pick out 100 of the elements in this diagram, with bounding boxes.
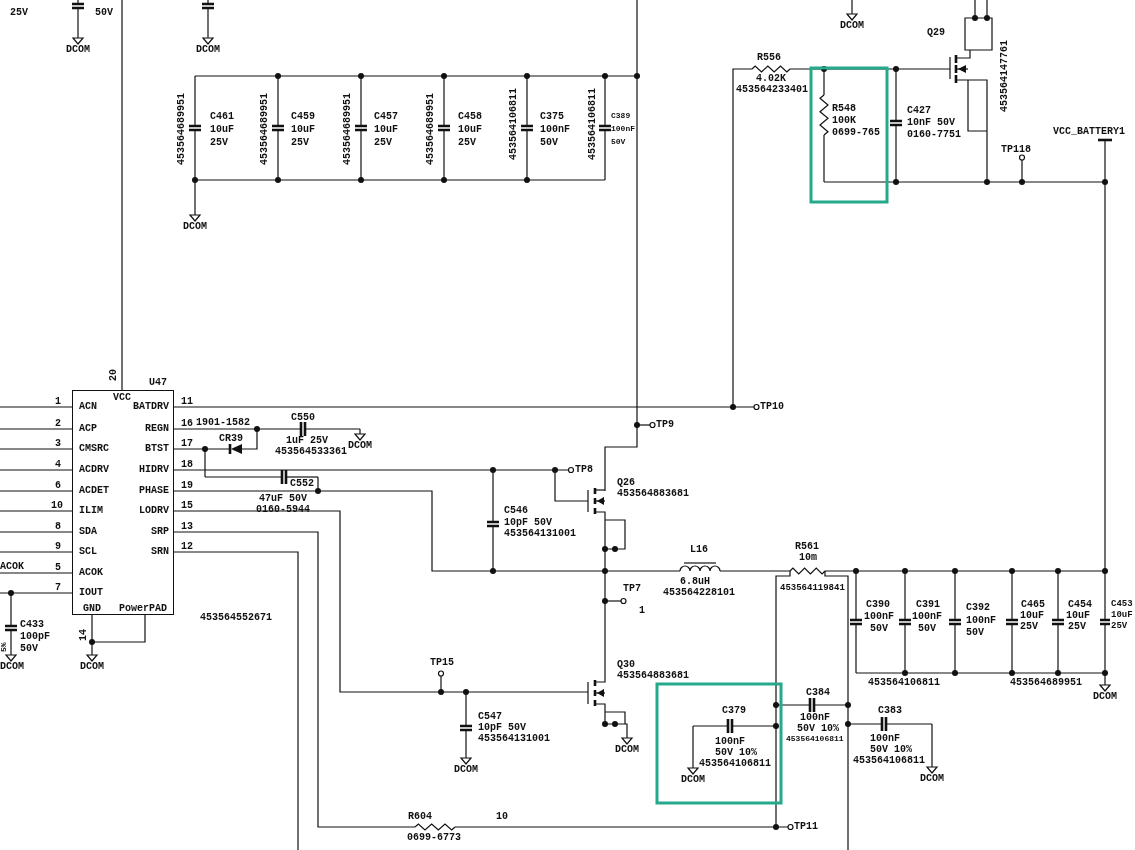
component-value: 100nF — [870, 734, 900, 744]
component-value: 4.02K — [756, 74, 786, 84]
pin-number: 17 — [181, 439, 193, 449]
pin-name: BATDRV — [133, 402, 169, 412]
component-value: 100nF — [864, 612, 894, 622]
component-value: 10uF — [458, 125, 482, 135]
test-point-label: TP7 — [623, 584, 641, 594]
component-value: 25V — [1020, 622, 1038, 632]
ground-label: DCOM — [1093, 692, 1117, 702]
part-number: 453564106811 — [509, 88, 519, 160]
component-value: 10pF 50V — [478, 723, 526, 733]
part-number: 453564883681 — [617, 489, 689, 499]
part-number: 453564106811 — [786, 735, 844, 743]
ground-label: DCOM — [840, 21, 864, 31]
pin-number: 20 — [109, 369, 119, 381]
ground-label: DCOM — [196, 45, 220, 55]
pin-name: CMSRC — [79, 444, 109, 454]
component-value: 100K — [832, 116, 856, 126]
part-number: 0699-765 — [832, 128, 880, 138]
pin-number: 13 — [181, 522, 193, 532]
ground-label: DCOM — [183, 222, 207, 232]
pin-number: 8 — [55, 522, 61, 532]
part-number: 1901-1582 — [196, 418, 250, 428]
component-value: 50V 10% — [870, 745, 912, 755]
reference-designator: C465 — [1021, 600, 1045, 610]
component-value: 50V 10% — [797, 724, 839, 734]
component-value: 10uF — [374, 125, 398, 135]
component-value: 100nF — [611, 125, 635, 133]
part-number: 0160-7751 — [907, 130, 961, 140]
reference-designator: R604 — [408, 812, 432, 822]
pin-number: 18 — [181, 460, 193, 470]
pin-name: GND — [83, 604, 101, 614]
component-value: 25V — [10, 8, 28, 18]
ground-label: DCOM — [681, 775, 705, 785]
part-number: 453564233401 — [736, 85, 808, 95]
component-value: 10uF — [291, 125, 315, 135]
component-value: 47uF 50V — [259, 494, 307, 504]
part-number: 453564883681 — [617, 671, 689, 681]
pin-number: 2 — [55, 419, 61, 429]
component-value: 10uF — [210, 125, 234, 135]
reference-designator: C453 — [1111, 600, 1133, 609]
pin-name: LODRV — [139, 506, 169, 516]
ground-label: DCOM — [454, 765, 478, 775]
reference-designator: C454 — [1068, 600, 1092, 610]
pin-number: 9 — [55, 542, 61, 552]
component-value: 50V — [20, 644, 38, 654]
pin-number: 7 — [55, 583, 61, 593]
pin-name: PowerPAD — [119, 604, 167, 614]
pin-number: 5 — [55, 563, 61, 573]
pin-name: SDA — [79, 527, 97, 537]
ground-label: DCOM — [80, 662, 104, 672]
reference-designator: C458 — [458, 112, 482, 122]
pin-number: 10 — [51, 501, 63, 511]
part-number: 453564689951 — [177, 93, 187, 165]
part-number: 453564228101 — [663, 588, 735, 598]
test-point-label: TP9 — [656, 420, 674, 430]
net-label: ACOK — [0, 562, 24, 572]
component-value: 100pF — [20, 632, 50, 642]
pin-name: PHASE — [139, 486, 169, 496]
pin-number: 1 — [639, 606, 645, 616]
reference-designator: L16 — [690, 545, 708, 555]
pin-number: 16 — [181, 419, 193, 429]
pin-number: 11 — [181, 397, 193, 407]
pin-number: 4 — [55, 460, 61, 470]
ground-label: DCOM — [920, 774, 944, 784]
part-number: 453564131001 — [478, 734, 550, 744]
test-point-label: TP10 — [760, 402, 784, 412]
component-value: 10pF 50V — [504, 518, 552, 528]
chip-label: U47 — [149, 378, 167, 388]
reference-designator: Q29 — [927, 28, 945, 38]
ground-label: DCOM — [66, 45, 90, 55]
component-value: 10uF — [1066, 611, 1090, 621]
reference-designator: C457 — [374, 112, 398, 122]
pin-name: SRP — [151, 527, 169, 537]
part-number: 453564119841 — [780, 584, 845, 593]
reference-designator: C546 — [504, 506, 528, 516]
component-value: 100nF — [966, 616, 996, 626]
reference-designator: Q26 — [617, 478, 635, 488]
component-value: 50V — [870, 624, 888, 634]
reference-designator: C459 — [291, 112, 315, 122]
component-value: 25V — [374, 138, 392, 148]
component-value: 50V — [966, 628, 984, 638]
pin-name: ILIM — [79, 506, 103, 516]
pin-name: SRN — [151, 547, 169, 557]
pin-number: 14 — [79, 629, 89, 641]
pin-name: VCC — [113, 393, 131, 403]
component-value: 5% — [0, 642, 8, 652]
pin-name: ACDET — [79, 486, 109, 496]
ground-label: DCOM — [615, 745, 639, 755]
part-number: 453564106811 — [699, 759, 771, 769]
reference-designator: Q30 — [617, 660, 635, 670]
part-number: 453564689951 — [1010, 678, 1082, 688]
reference-designator: C390 — [866, 600, 890, 610]
ground-label: DCOM — [0, 662, 24, 672]
component-value: 50V — [918, 624, 936, 634]
pin-name: BTST — [145, 444, 169, 454]
part-number: 453564106811 — [853, 756, 925, 766]
component-value: 100nF — [800, 713, 830, 723]
part-number: 453564533361 — [275, 447, 347, 457]
reference-designator: C433 — [20, 620, 44, 630]
